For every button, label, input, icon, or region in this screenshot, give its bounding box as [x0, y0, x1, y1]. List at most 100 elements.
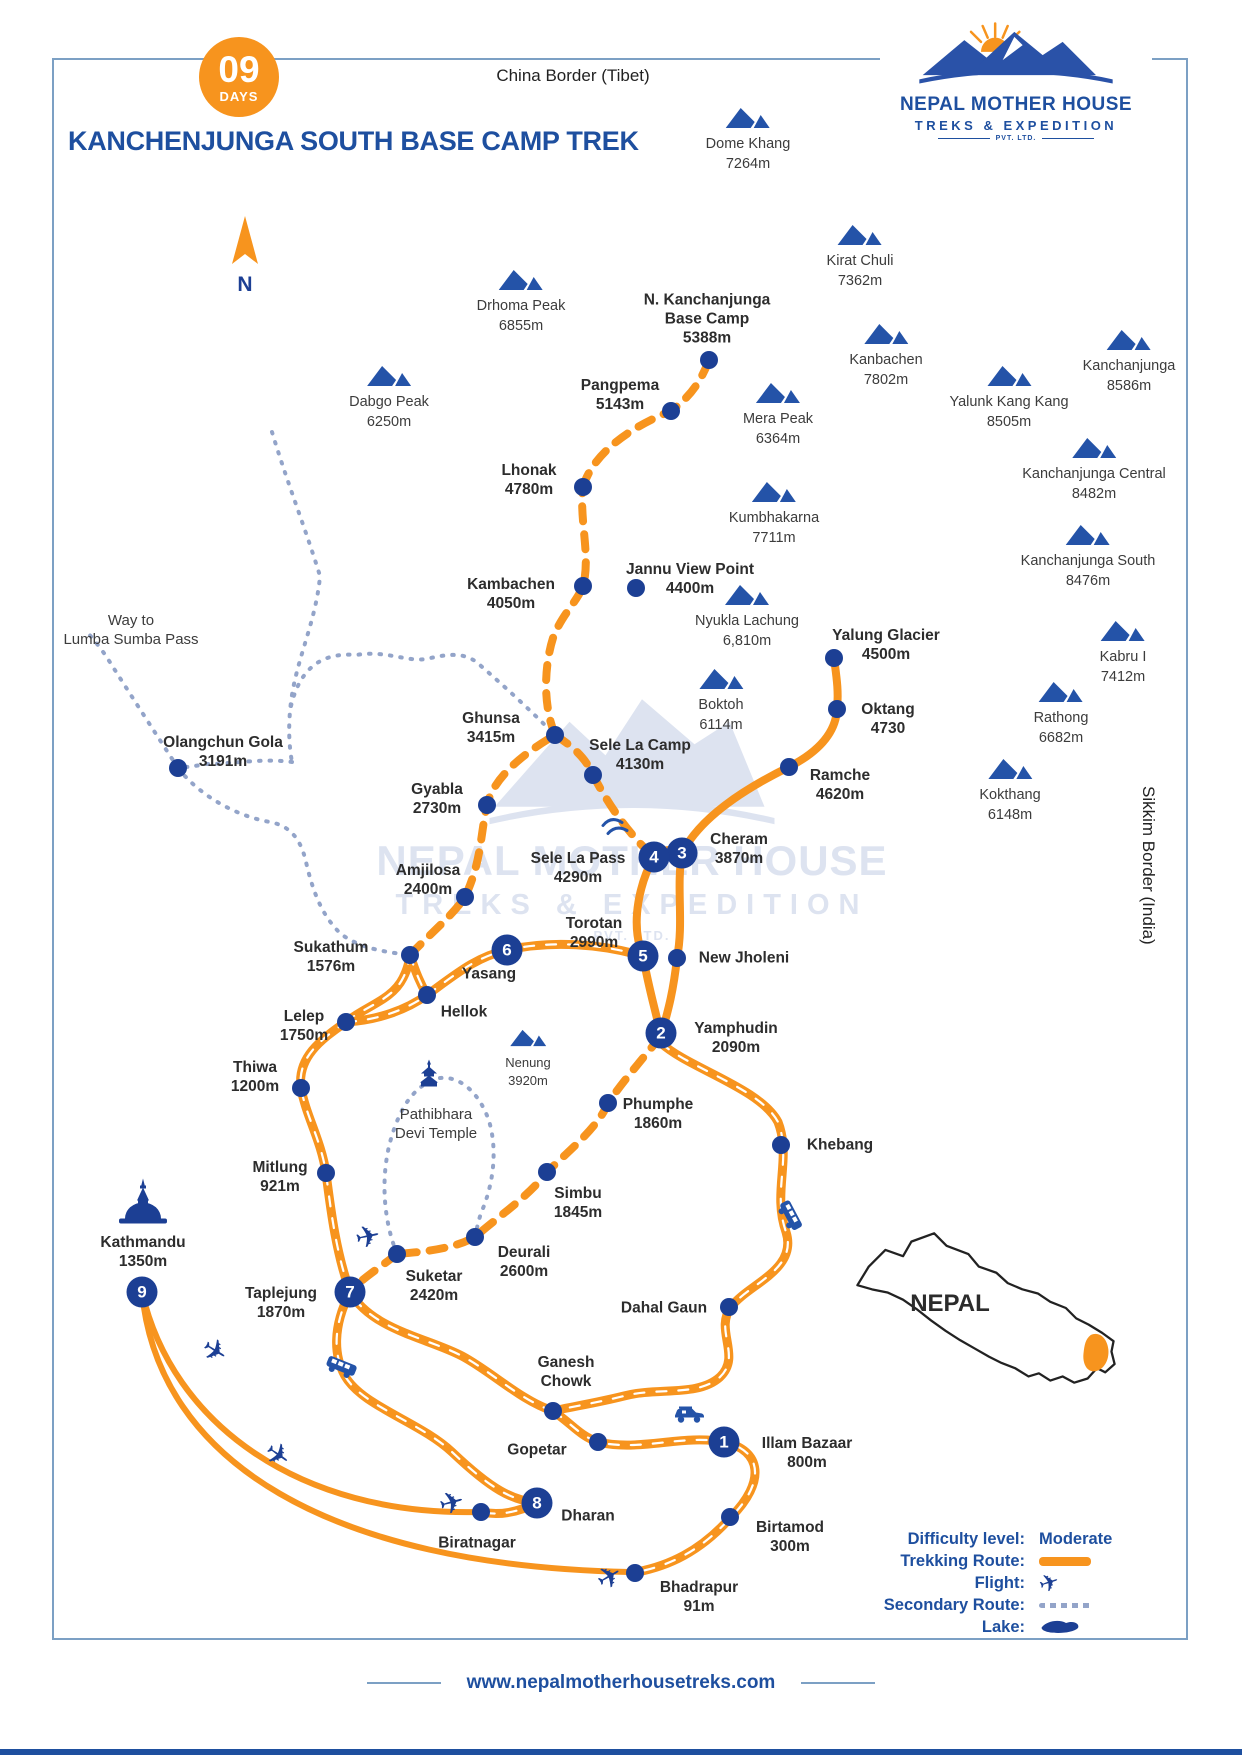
stop-dot	[401, 946, 419, 964]
stop-dot	[627, 579, 645, 597]
stupa-icon	[117, 1178, 169, 1230]
mountain-icon	[725, 108, 770, 128]
legend-label: Secondary Route:	[883, 1595, 1025, 1614]
footer: www.nepalmotherhousetreks.com	[0, 1672, 1242, 1694]
stop-dot	[538, 1163, 556, 1181]
days-number: 09	[218, 49, 260, 90]
route-sec-olangchun-sukathum	[176, 766, 412, 957]
route-sec-olangchun	[176, 758, 294, 770]
mountain-icon	[756, 383, 800, 403]
stop-label: Gopetar	[507, 1441, 567, 1459]
trekking-route-swatch	[1039, 1556, 1091, 1566]
legend-row-secondary-route: Secondary Route:	[840, 1594, 1112, 1616]
footer-dash	[366, 1682, 441, 1684]
stop-dot	[599, 1094, 617, 1112]
mountain-icon	[864, 324, 908, 344]
map-border-frame	[52, 58, 1188, 1640]
day-circle: 3	[666, 837, 698, 869]
day-circle: 5	[627, 940, 659, 972]
logo-line3: PVT. LTD.	[938, 135, 1095, 142]
nepal-inset-map	[856, 1232, 1116, 1384]
route-lelep-hellok	[344, 993, 429, 1024]
stop-label: Yasang	[461, 965, 517, 983]
stop-label: Biratnagar	[438, 1534, 516, 1552]
mountain-icon	[499, 270, 543, 290]
route-sec-pathibhara-loop	[382, 1075, 496, 1256]
stop-label: Hellok	[440, 1003, 488, 1021]
mountain-icon	[1101, 621, 1145, 641]
stop-dot	[721, 1508, 739, 1526]
temple-icon	[417, 1059, 441, 1093]
stop-dot	[169, 759, 187, 777]
logo-mountains-icon	[919, 22, 1113, 84]
day-circle: 9	[126, 1276, 158, 1308]
route-flight-ktm-bhadrapur	[139, 1289, 633, 1575]
day-circle: 4	[638, 841, 670, 873]
stop-dot	[317, 1164, 335, 1182]
day-circle: 1	[708, 1426, 740, 1458]
stop-dot	[589, 1433, 607, 1451]
stop-dot	[626, 1564, 644, 1582]
compass-n-label: N	[237, 273, 253, 296]
stop-dot	[574, 577, 592, 595]
bus-icon	[770, 1198, 806, 1239]
legend-row-difficulty: Difficulty level: Moderate	[840, 1528, 1113, 1550]
legend-row-flight: Flight: ✈	[840, 1567, 1112, 1600]
stop-dot	[720, 1298, 738, 1316]
mountain-icon	[1038, 682, 1083, 702]
route-sec-china-border	[270, 430, 323, 764]
logo-line2: TREKS & EXPEDITION	[914, 118, 1118, 133]
mountain-icon	[1066, 525, 1110, 545]
legend-row-trekking-route: Trekking Route:	[840, 1550, 1112, 1572]
china-border-label: China Border (Tibet)	[496, 66, 650, 85]
legend-label: Flight:	[974, 1573, 1025, 1592]
nepal-inset-label: NEPAL	[910, 1290, 990, 1317]
bottom-accent-strip	[0, 1749, 1242, 1755]
stop-dot	[292, 1079, 310, 1097]
page-title: KANCHENJUNGA SOUTH BASE CAMP TREK	[68, 126, 639, 156]
legend-label: Lake:	[981, 1617, 1025, 1636]
stop-dot	[546, 726, 564, 744]
route-taplejung-lelep	[299, 1020, 352, 1294]
nepal-outline	[856, 1232, 1116, 1384]
lake-icon	[601, 814, 629, 843]
company-logo: NEPAL MOTHER HOUSE TREKS & EXPEDITION PV…	[880, 20, 1152, 166]
legend-value: Moderate	[1039, 1529, 1113, 1548]
route-taplejung-dharan	[335, 1290, 539, 1505]
stop-dot	[478, 796, 496, 814]
stop-label: New Jholeni	[698, 949, 790, 967]
stop-label: Dharan	[561, 1507, 615, 1525]
stop-dot	[574, 478, 592, 496]
